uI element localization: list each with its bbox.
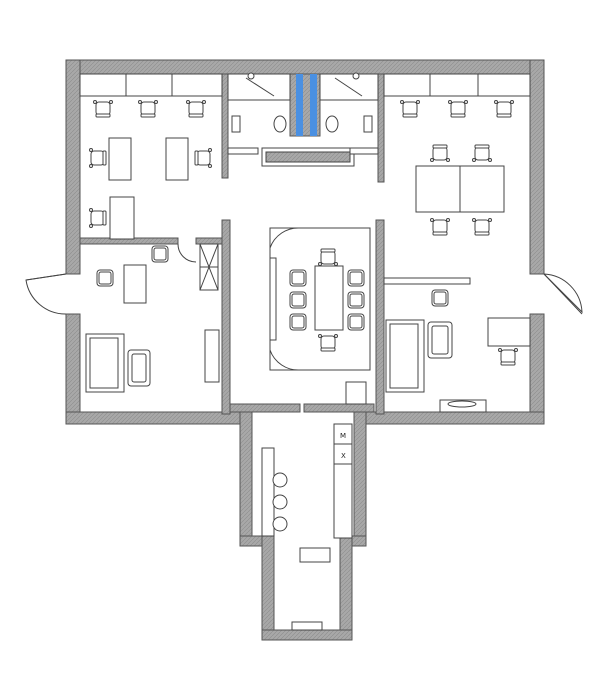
interior-walls — [79, 73, 385, 415]
meeting-room — [269, 227, 371, 405]
lounge-right — [383, 277, 531, 413]
fridge-label: X — [341, 452, 346, 460]
kitchen: M X — [261, 423, 353, 631]
bathrooms — [227, 72, 379, 167]
office-lounge-left — [85, 243, 220, 393]
open-office-right — [383, 73, 531, 236]
microwave-label: M — [340, 432, 346, 440]
exterior-walls — [65, 59, 545, 641]
water-pipes — [296, 74, 317, 136]
open-office-left — [79, 73, 223, 240]
